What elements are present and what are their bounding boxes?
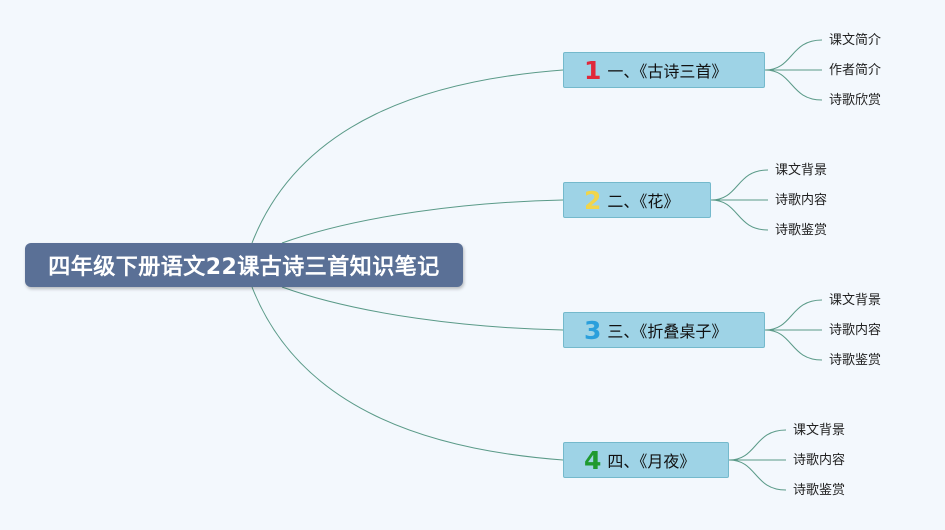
link-root-topic-4 (251, 286, 564, 461)
link-topic-2-sub-3 (710, 199, 769, 231)
subtopic-4-2[interactable]: 诗歌内容 (793, 453, 846, 468)
link-root-topic-3 (281, 286, 564, 331)
topic-number-1: 1 (584, 55, 602, 85)
link-topic-4-sub-1 (728, 429, 787, 461)
topic-node-4[interactable]: 4 四、《月夜》 (563, 442, 729, 478)
topic-number-2: 2 (584, 185, 602, 215)
link-topic-4-sub-3 (728, 459, 787, 491)
subtopic-3-1[interactable]: 课文背景 (829, 293, 882, 308)
topic-label-1: 一、《古诗三首》 (607, 62, 728, 81)
root-node[interactable]: 四年级下册语文22课古诗三首知识笔记 (25, 243, 463, 287)
topic-node-3[interactable]: 3 三、《折叠桌子》 (563, 312, 765, 348)
topic-node-2[interactable]: 2 二、《花》 (563, 182, 711, 218)
subtopic-1-3[interactable]: 诗歌欣赏 (829, 93, 882, 108)
link-topic-1-sub-1 (764, 39, 823, 71)
link-topic-3-sub-3 (764, 329, 823, 361)
topic-number-3: 3 (584, 315, 602, 345)
subtopic-2-3[interactable]: 诗歌鉴赏 (775, 223, 828, 238)
subtopic-1-1[interactable]: 课文简介 (829, 33, 882, 48)
link-root-topic-2 (281, 199, 564, 244)
link-topic-2-sub-1 (710, 169, 769, 201)
topic-node-1[interactable]: 1 一、《古诗三首》 (563, 52, 765, 88)
link-topic-1-sub-3 (764, 69, 823, 101)
subtopic-4-3[interactable]: 诗歌鉴赏 (793, 483, 846, 498)
subtopic-3-2[interactable]: 诗歌内容 (829, 323, 882, 338)
subtopic-1-2[interactable]: 作者简介 (829, 63, 882, 78)
subtopic-3-3[interactable]: 诗歌鉴赏 (829, 353, 882, 368)
topic-label-2: 二、《花》 (607, 192, 680, 211)
link-root-topic-1 (251, 69, 564, 244)
topic-label-3: 三、《折叠桌子》 (607, 322, 728, 341)
root-title: 四年级下册语文22课古诗三首知识笔记 (48, 255, 440, 280)
topic-number-4: 4 (584, 445, 602, 475)
link-topic-3-sub-1 (764, 299, 823, 331)
subtopic-2-2[interactable]: 诗歌内容 (775, 193, 828, 208)
subtopic-2-1[interactable]: 课文背景 (775, 163, 828, 178)
subtopic-4-1[interactable]: 课文背景 (793, 423, 846, 438)
topic-label-4: 四、《月夜》 (607, 452, 696, 471)
